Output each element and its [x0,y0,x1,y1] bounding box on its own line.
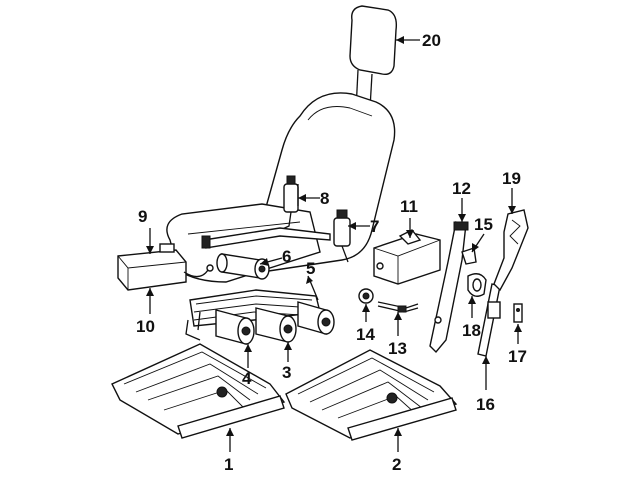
callout-7: 7 [370,217,379,236]
callout-17: 17 [508,347,527,366]
callout-13: 13 [388,339,407,358]
callout-11: 11 [400,197,418,216]
arrowheads [146,36,522,436]
motor-left [215,309,255,345]
seat-frame-right [285,349,458,441]
callout-3: 3 [282,363,291,382]
callout-4: 4 [242,369,252,388]
callout-14: 14 [356,325,375,344]
callout-10: 10 [136,317,155,336]
control-module [117,243,214,291]
knob-14 [358,288,374,304]
callout-18: 18 [462,321,481,340]
callout-16: 16 [476,395,495,414]
belt-guide [429,221,469,354]
callout-8: 8 [320,189,329,208]
motor-right [297,301,335,335]
callout-labels: 1 2 3 4 5 6 7 8 9 10 11 12 13 14 15 16 1… [136,31,527,474]
callout-20: 20 [422,31,441,50]
callout-12: 12 [452,179,471,198]
memory-module [373,229,441,285]
callout-5: 5 [306,259,315,278]
wire-harness [201,209,351,263]
callout-2: 2 [392,455,401,474]
cable-13 [377,301,419,313]
motor-middle [255,307,297,343]
callout-1: 1 [224,455,233,474]
guide-ring-18 [467,273,487,297]
callout-15: 15 [474,215,493,234]
bolt-17 [513,303,523,323]
motor-assembly [185,289,335,345]
seat-frame-left [111,343,286,439]
callout-19: 19 [502,169,521,188]
trim-cover-19 [493,209,529,292]
callout-6: 6 [282,247,291,266]
callout-9: 9 [138,207,147,226]
